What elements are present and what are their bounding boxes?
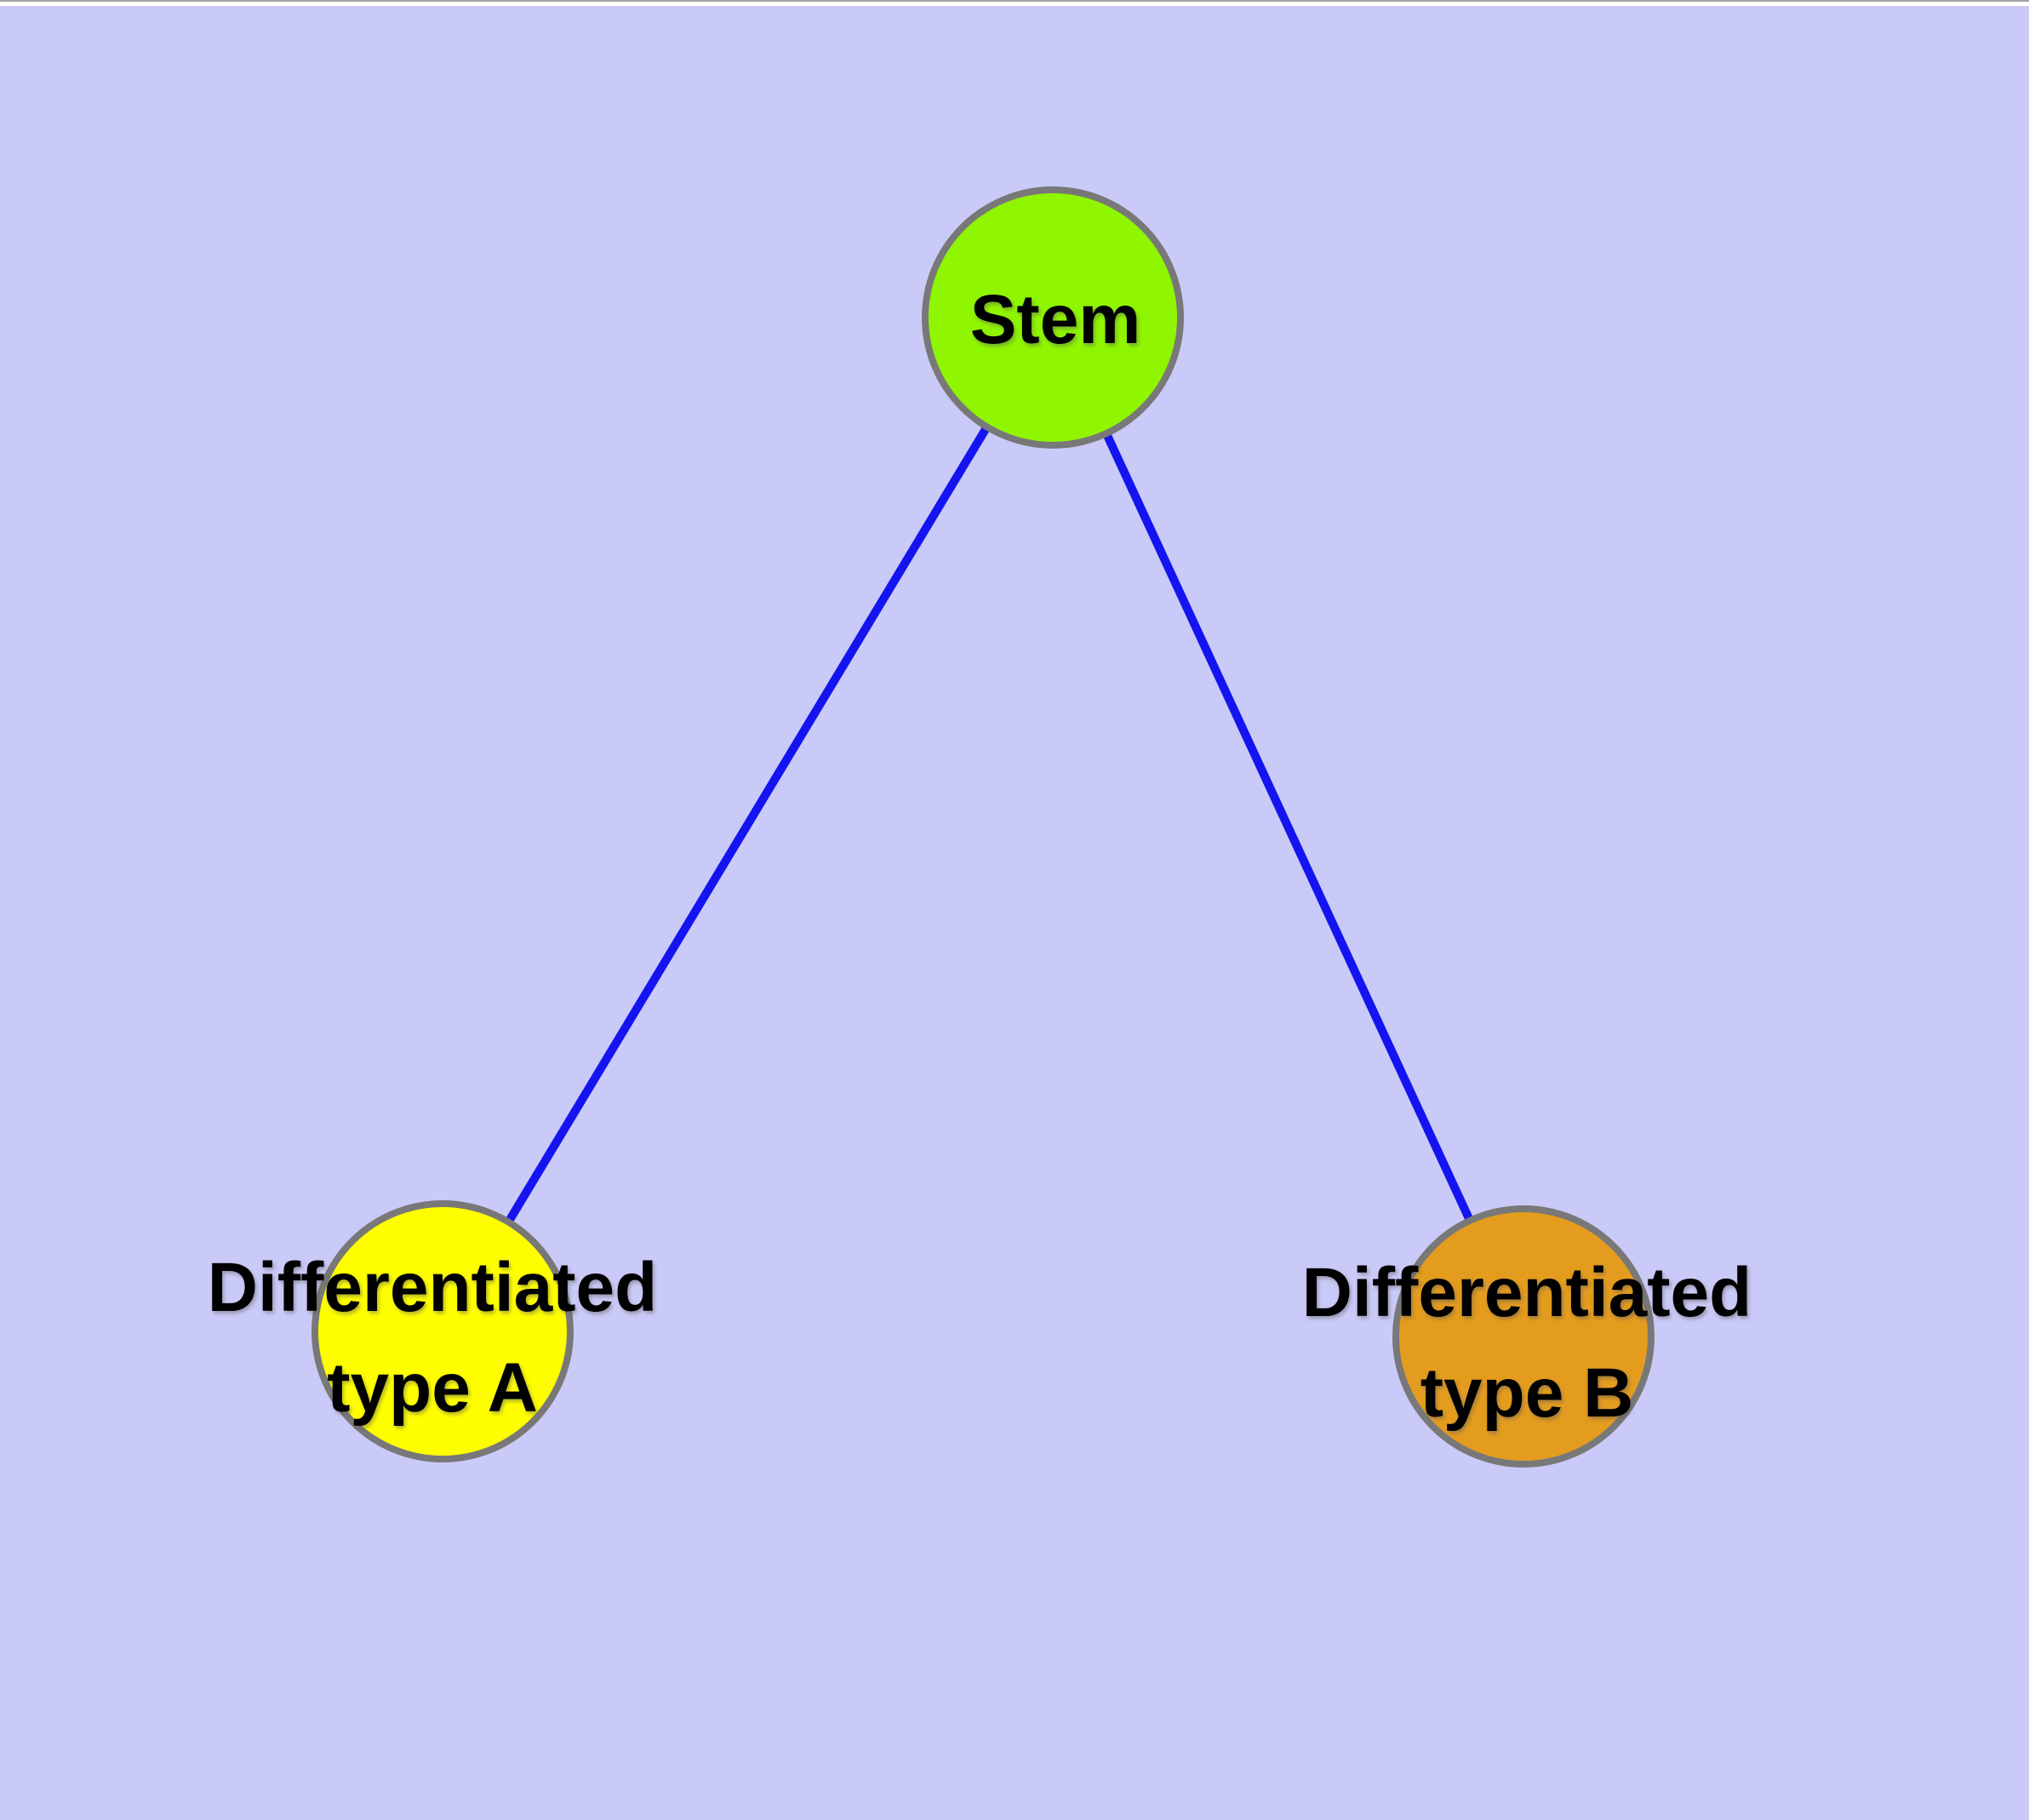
type-b-node-label-line2: type B	[1420, 1354, 1634, 1432]
type-a-node-label-line2: type A	[327, 1349, 538, 1427]
type-a-node-label-line1: Differentiated	[208, 1249, 658, 1326]
top-hairline	[0, 0, 2029, 2]
type-b-node	[1392, 1205, 1655, 1468]
stem-node-label: Stem	[970, 281, 1141, 358]
type-b-node-label-line1: Differentiated	[1302, 1254, 1752, 1331]
edge-stem-to-type-b	[1049, 315, 1528, 1339]
top-white-strip	[0, 0, 2029, 6]
type-a-node	[311, 1200, 574, 1462]
stem-node	[922, 186, 1184, 449]
edge-stem-to-type-a	[438, 315, 1057, 1334]
